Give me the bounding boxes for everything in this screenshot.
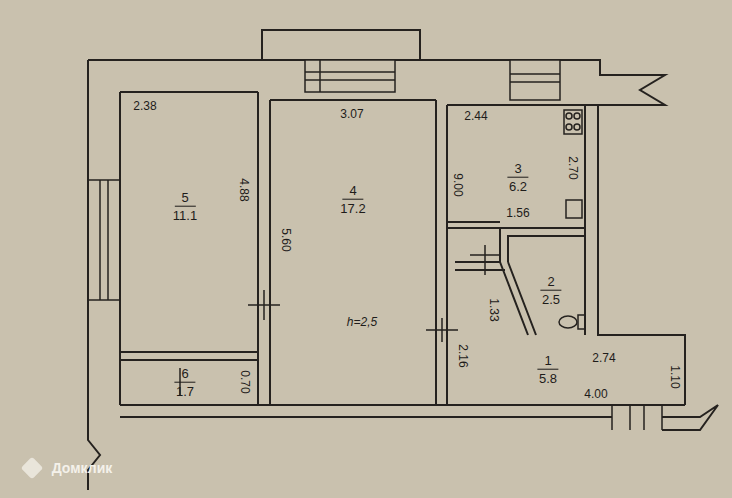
room: 511.1 bbox=[120, 92, 258, 352]
outer-wall bbox=[88, 60, 120, 490]
dimension-label: 2.74 bbox=[592, 352, 615, 364]
room-area: 1.7 bbox=[176, 383, 194, 399]
label-text: 1.33 bbox=[488, 298, 500, 321]
room-area: 6.2 bbox=[509, 178, 527, 194]
label-text: 2.44 bbox=[464, 110, 487, 122]
door-symbol bbox=[612, 405, 662, 430]
stove-symbol bbox=[566, 113, 572, 119]
room-label: 15.8 bbox=[537, 354, 558, 387]
window-symbol bbox=[510, 60, 560, 100]
label-text: 2.74 bbox=[592, 352, 615, 364]
label-text: 4.88 bbox=[238, 178, 250, 201]
label-text: Домклик bbox=[52, 461, 113, 475]
room-label: 417.2 bbox=[340, 184, 365, 217]
toilet-symbol bbox=[559, 316, 577, 328]
window-symbol bbox=[88, 180, 120, 300]
outer-wall bbox=[120, 405, 718, 430]
outer-wall bbox=[585, 105, 685, 405]
label-text: 2.38 bbox=[133, 100, 156, 112]
watermark: Домклик bbox=[52, 461, 113, 475]
label-text: 2.16 bbox=[457, 344, 469, 367]
bathroom-wall bbox=[455, 228, 585, 335]
window-symbol bbox=[305, 60, 395, 92]
balcony bbox=[262, 30, 420, 60]
dimension-label: 2.16 bbox=[457, 344, 469, 367]
label-text: h=2,5 bbox=[347, 316, 377, 328]
room-label: 36.2 bbox=[507, 162, 528, 195]
stove-symbol bbox=[564, 110, 582, 134]
window-symbol bbox=[305, 60, 395, 92]
dimension-label: 9.00 bbox=[452, 173, 464, 196]
partition bbox=[120, 352, 258, 360]
label-text: 1.56 bbox=[506, 207, 529, 219]
dimension-label: 2.70 bbox=[567, 156, 579, 179]
room-number: 3 bbox=[507, 162, 528, 178]
room: 36.2 bbox=[447, 105, 585, 222]
stove-symbol bbox=[574, 113, 580, 119]
sink-symbol bbox=[566, 200, 582, 218]
room: 22.5 bbox=[505, 236, 585, 335]
room-number: 1 bbox=[537, 354, 558, 370]
label-text: 9.00 bbox=[452, 173, 464, 196]
dimension-label: 2.38 bbox=[133, 100, 156, 112]
label-text: 2.70 bbox=[567, 156, 579, 179]
dimension-label: 1.10 bbox=[669, 365, 681, 388]
room-number: 6 bbox=[174, 367, 195, 383]
label-text: 4.00 bbox=[584, 388, 607, 400]
openings bbox=[88, 60, 662, 430]
partition bbox=[447, 222, 500, 228]
room-area: 5.8 bbox=[539, 370, 557, 386]
room: 61.7 bbox=[120, 360, 258, 405]
dimension-label: 0.70 bbox=[239, 370, 251, 393]
room: 15.8 bbox=[447, 335, 685, 405]
dimension-label: 1.33 bbox=[488, 298, 500, 321]
room-area: 2.5 bbox=[542, 291, 560, 307]
dimension-label: 1.56 bbox=[506, 207, 529, 219]
label-text: 0.70 bbox=[239, 370, 251, 393]
watermark-icon bbox=[21, 457, 44, 480]
label-text: 1.10 bbox=[669, 365, 681, 388]
dimension-label: 2.44 bbox=[464, 110, 487, 122]
walls bbox=[88, 30, 718, 490]
ceiling-height: h=2,5 bbox=[347, 316, 377, 328]
dimension-label: 3.07 bbox=[340, 108, 363, 120]
stove-symbol bbox=[574, 124, 580, 130]
room-area: 11.1 bbox=[173, 207, 197, 223]
door-symbol bbox=[470, 245, 500, 275]
door-symbol bbox=[248, 290, 280, 320]
window-symbol bbox=[510, 74, 560, 82]
outer-wall bbox=[88, 60, 665, 105]
partition bbox=[258, 92, 447, 405]
label-text: 5.60 bbox=[280, 228, 292, 251]
dimension-label: 4.00 bbox=[584, 388, 607, 400]
stove-symbol bbox=[566, 124, 572, 130]
room-number: 2 bbox=[540, 275, 561, 291]
room: 417.2 bbox=[270, 100, 436, 405]
label-text: 3.07 bbox=[340, 108, 363, 120]
window-symbol bbox=[100, 180, 108, 300]
room-area: 17.2 bbox=[340, 200, 365, 216]
room-label: 22.5 bbox=[540, 275, 561, 308]
room-label: 61.7 bbox=[174, 367, 195, 400]
dimension-label: 5.60 bbox=[280, 228, 292, 251]
toilet-symbol bbox=[578, 315, 585, 329]
fixtures bbox=[559, 110, 585, 329]
dimension-label: 4.88 bbox=[238, 178, 250, 201]
door-symbol bbox=[426, 318, 458, 342]
room-number: 4 bbox=[342, 184, 363, 200]
room-label: 511.1 bbox=[173, 191, 197, 224]
room-number: 5 bbox=[174, 191, 195, 207]
